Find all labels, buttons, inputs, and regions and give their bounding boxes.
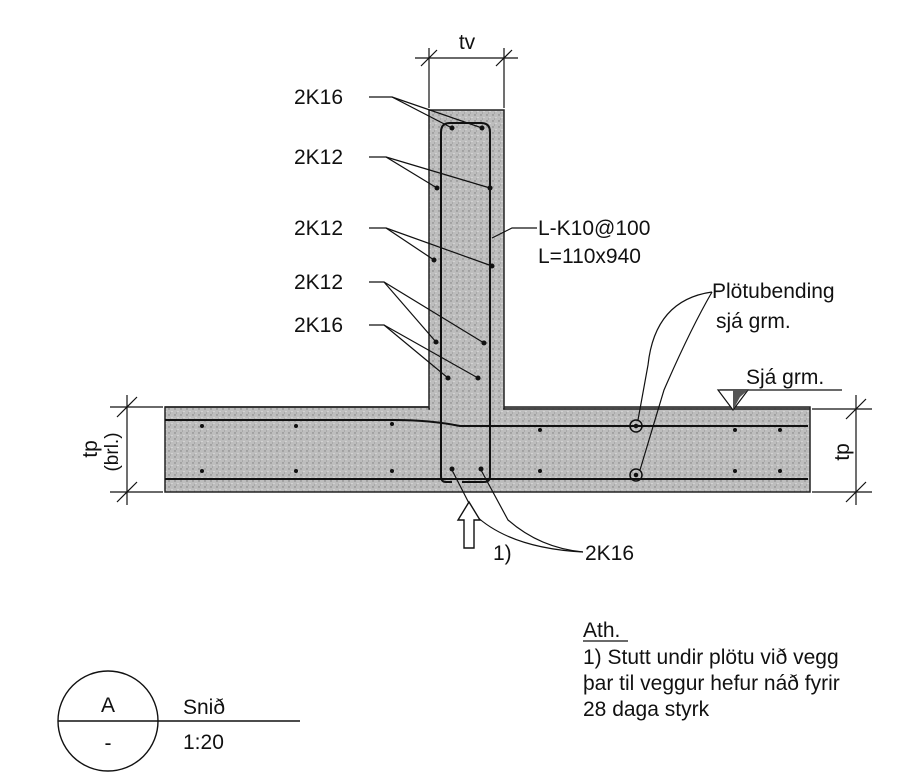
level-marker [716,389,842,411]
notes-line-1: 1) Stutt undir plötu við vegg [583,646,839,669]
slab-bar-top [629,419,643,433]
support-arrow [456,500,482,549]
stirrup-label-1: L-K10@100 [538,217,650,240]
support-arrow-note: 1) [493,542,512,565]
slab-reinforcement-label-2: sjá grm. [716,310,791,333]
section-scale: 1:20 [183,731,224,754]
dimension-tv-label: tv [459,31,476,54]
slab [164,406,811,493]
slab-bar-bottom [629,468,643,482]
notes-line-3: 28 daga styrk [583,698,710,721]
stirrup [440,122,491,483]
rebar-label-upper-mid: 2K12 [294,146,343,169]
notes-heading: Ath. [583,619,620,642]
dimension-tv [415,48,518,108]
rebar-label-mid: 2K12 [294,217,343,240]
level-marker-label: Sjá grm. [746,366,824,389]
rebar-label-bottom: 2K16 [585,542,634,565]
section-marker: A - Snið 1:20 [57,670,300,772]
notes-line-2: þar til veggur hefur náð fyrir [583,672,840,695]
rebar-label-lower-mid: 2K12 [294,271,343,294]
stirrup-label-2: L=110x940 [538,245,641,268]
rebar-label-top: 2K16 [294,86,343,109]
dimension-tp-right [812,395,872,505]
section-title: Snið [183,696,225,719]
leader-lines [369,96,713,553]
dimension-tp-left [110,395,163,505]
dimension-tp-left-note: (brl.) [102,432,123,471]
top-bar [165,419,808,427]
slab-reinforcement-label-1: Plötubending [712,280,835,303]
section-sheet: - [105,732,112,755]
notes: Ath. 1) Stutt undir plötu við vegg þar t… [583,619,840,721]
section-letter: A [101,694,115,717]
rebar-label-lower: 2K16 [294,314,343,337]
dimension-tp-left-label: tp [79,440,102,458]
dimension-tp-right-label: tp [831,443,854,461]
